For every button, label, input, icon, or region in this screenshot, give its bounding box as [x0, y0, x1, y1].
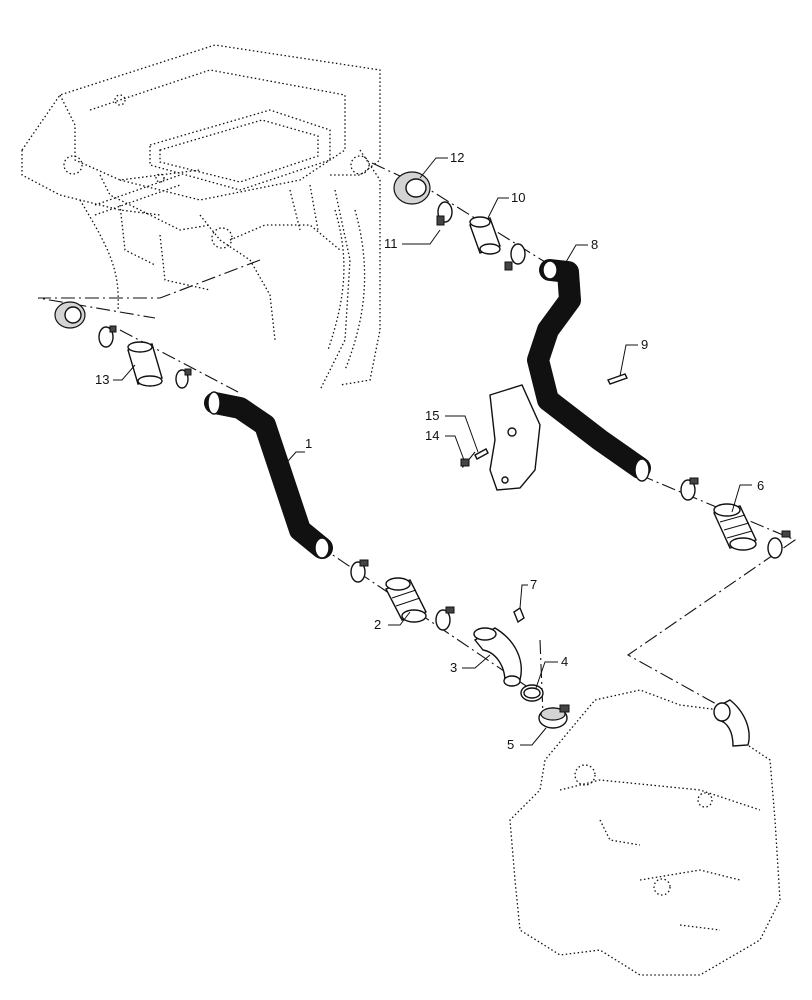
- callout-labels: 1 2 3 4 5 6 7 8 9 10 11 12 13 14 15: [95, 150, 764, 752]
- clamp-left-upper: [98, 325, 117, 348]
- callout-11: 11: [384, 236, 398, 251]
- clamp-left-lower: [175, 368, 192, 389]
- alignment-lines: [37, 162, 797, 716]
- radiator-frame-phantom: [21, 44, 381, 391]
- callout-3: 3: [450, 660, 457, 675]
- callout-12: 12: [450, 150, 464, 165]
- nut-part-14: [460, 458, 470, 467]
- seal-left: [54, 301, 86, 329]
- clamp-part-11: [436, 201, 453, 226]
- callout-8: 8: [591, 237, 598, 252]
- clamp-part-2-upper: [350, 559, 369, 583]
- leader-lines: [113, 157, 752, 746]
- bracket: [489, 384, 541, 491]
- coupler-part-2: [385, 577, 427, 623]
- ring-part-4: [520, 684, 544, 702]
- callout-6: 6: [757, 478, 764, 493]
- callout-1: 1: [305, 436, 312, 451]
- bolt-part-15: [474, 448, 489, 460]
- seal-part-12: [393, 171, 431, 205]
- clamp-part-6-lower: [767, 530, 791, 559]
- clamp-part-2-lower: [435, 606, 455, 631]
- callout-13: 13: [95, 372, 109, 387]
- callout-10: 10: [511, 190, 525, 205]
- clamp-part-6-upper: [680, 477, 699, 501]
- callout-14: 14: [425, 428, 439, 443]
- callout-4: 4: [561, 654, 568, 669]
- clamp-upper-right: [504, 243, 526, 271]
- engine-phantom: [509, 689, 781, 976]
- callout-2: 2: [374, 617, 381, 632]
- stud-part-9: [607, 373, 628, 385]
- coupler-part-13: [127, 341, 163, 387]
- hose-part-1: [204, 391, 333, 559]
- callout-7: 7: [530, 577, 537, 592]
- coupler-part-6: [713, 503, 757, 551]
- elbow-part-3: [473, 627, 522, 687]
- engine-intake-elbow: [713, 699, 750, 747]
- fitting-part-7: [513, 606, 525, 624]
- callout-15: 15: [425, 408, 439, 423]
- clamp-part-5: [538, 704, 570, 729]
- callout-5: 5: [507, 737, 514, 752]
- coupler-part-10: [469, 216, 501, 255]
- hose-part-8: [527, 259, 651, 482]
- callout-9: 9: [641, 337, 648, 352]
